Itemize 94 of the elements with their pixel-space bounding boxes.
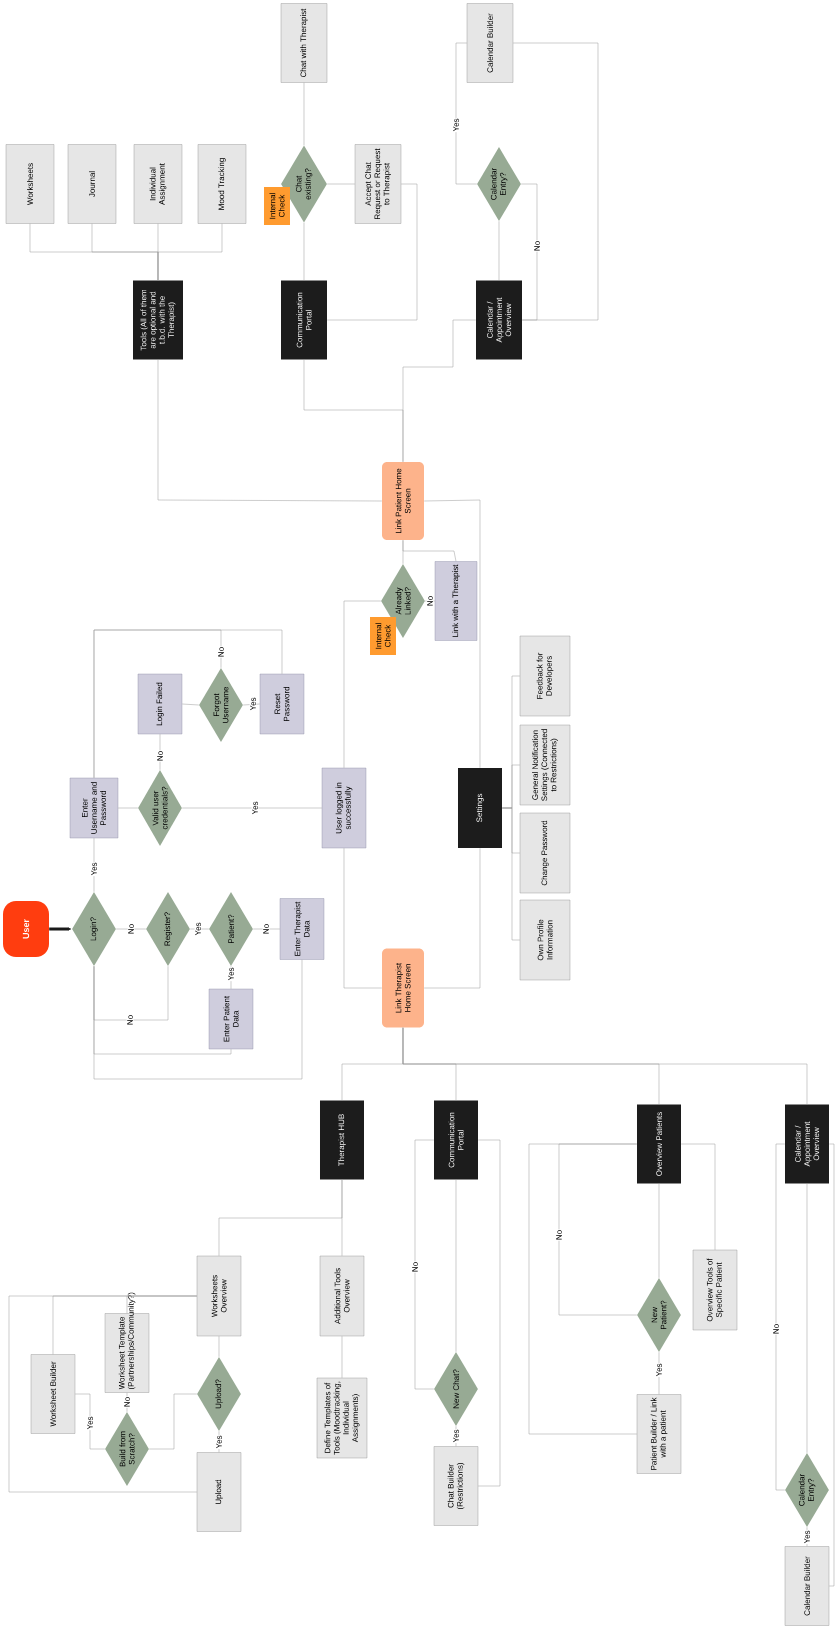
edge-label: Yes	[215, 1434, 223, 1450]
edge-label: No	[156, 750, 164, 762]
connector	[680, 1143, 716, 1251]
connector	[477, 1139, 501, 1487]
process-box: Worksheets	[5, 144, 55, 224]
arrow	[49, 927, 72, 931]
process-box: Patient Builder / Link with a patient	[636, 1394, 682, 1474]
process-box: Own Profile Information	[519, 899, 571, 981]
connector	[512, 42, 599, 321]
connector	[423, 847, 481, 989]
connector	[242, 703, 261, 706]
section-box: Tools (All of them are optional and t.b.d. with the Therapist)	[133, 280, 183, 360]
edge-label: Yes	[227, 966, 235, 982]
process-box: Journal	[67, 144, 117, 224]
section-box: Therapist HUB	[320, 1100, 364, 1180]
connector	[93, 959, 303, 1080]
section-box: Overview Patients	[637, 1104, 681, 1184]
process-box: Chat Builder (Restrictions)	[433, 1446, 479, 1526]
connector	[501, 807, 521, 941]
edge-label: Yes	[803, 1529, 811, 1545]
process-box: Calendar Builder	[466, 3, 514, 83]
process-box: Mood Tracking	[197, 144, 247, 224]
section-box: Communication Portal	[281, 280, 327, 360]
edge-label: Yes	[452, 1428, 460, 1444]
process-box: Calendar Builder	[784, 1546, 830, 1626]
connector	[520, 183, 538, 321]
edge-label: No	[411, 1261, 419, 1273]
process-box: Enter Username and Password	[69, 777, 119, 839]
connector	[558, 1143, 638, 1316]
edge-label: No	[123, 1396, 131, 1408]
edge-label: Yes	[86, 1415, 94, 1431]
connector	[93, 629, 283, 779]
process-box: Feedback for Developers	[519, 635, 571, 717]
edge-label: No	[426, 595, 434, 607]
process-box: Enter Therapist Data	[279, 898, 325, 960]
edge-label: No	[126, 1014, 134, 1026]
section-box: Calendar / Appointment Overview	[785, 1104, 829, 1184]
connector	[74, 1393, 106, 1450]
connector	[93, 965, 169, 1021]
connector	[341, 1179, 343, 1257]
connector	[775, 1143, 786, 1491]
connector	[326, 183, 418, 321]
connector	[157, 359, 383, 502]
process-box: User logged in successfully	[321, 767, 367, 849]
connector	[8, 1295, 198, 1493]
connector	[828, 1143, 835, 1587]
edge-label: No	[772, 1323, 780, 1335]
process-box: Worksheets Overview	[196, 1255, 242, 1337]
process-box: Worksheet Template (Partnerships/Community?)	[104, 1292, 150, 1393]
section-box: Calendar / Appointment Overview	[476, 280, 522, 360]
section-box: Communication Portal	[434, 1100, 478, 1180]
edge-label: No	[217, 646, 225, 658]
edge-label: Yes	[452, 117, 460, 133]
edge-label: Yes	[249, 696, 257, 712]
section-box: Settings	[458, 768, 502, 848]
start-terminal: User	[3, 901, 49, 957]
process-box: Link with a Therapist	[434, 561, 478, 641]
connector	[414, 1139, 435, 1390]
edge-label: No	[262, 923, 270, 935]
edge-label: Yes	[90, 861, 98, 877]
edge-label: No	[555, 1229, 563, 1241]
connector	[343, 847, 383, 989]
process-box: Chat with Therapist	[280, 3, 328, 83]
edge-label: Yes	[251, 800, 259, 816]
process-box: Worksheet Builder	[30, 1354, 76, 1434]
process-box: Overview Tools of Specific Patient	[692, 1249, 738, 1331]
process-box: Accept Chat Request or Request to Therapist	[354, 144, 402, 224]
edge-label: No	[533, 240, 541, 252]
connector	[402, 1027, 808, 1105]
process-box: Reset Password	[259, 673, 305, 735]
home-screen-box: Link Patient Home Screen	[382, 462, 424, 540]
edge-label: No	[127, 923, 135, 935]
process-box: General Notification Settings (Connected to Restrictions)	[519, 724, 571, 806]
sticky-note: Internal Check	[264, 187, 290, 225]
connector	[157, 223, 223, 281]
edge-label: Yes	[655, 1362, 663, 1378]
sticky-note: Internal Check	[370, 617, 396, 655]
connector	[402, 319, 477, 463]
home-screen-box: Link Therapist Home Screen	[382, 948, 424, 1028]
connector	[528, 1143, 638, 1435]
connector	[402, 539, 457, 562]
connector	[455, 42, 478, 185]
connector	[423, 499, 481, 769]
connector	[181, 703, 200, 706]
process-box: Enter Patient Data	[208, 988, 254, 1050]
process-box: Upload	[196, 1452, 242, 1532]
connector	[343, 600, 382, 769]
edge-label: Yes	[194, 921, 202, 937]
process-box: Additional Tools Overview	[319, 1255, 365, 1337]
process-box: Define Templates of Tools (Moodtracking, Individual Assignments)	[316, 1377, 368, 1459]
connector	[148, 1393, 198, 1450]
process-box: Individual Assignment	[133, 144, 183, 224]
process-box: Login Failed	[137, 673, 183, 735]
process-box: Change Password	[519, 812, 571, 894]
